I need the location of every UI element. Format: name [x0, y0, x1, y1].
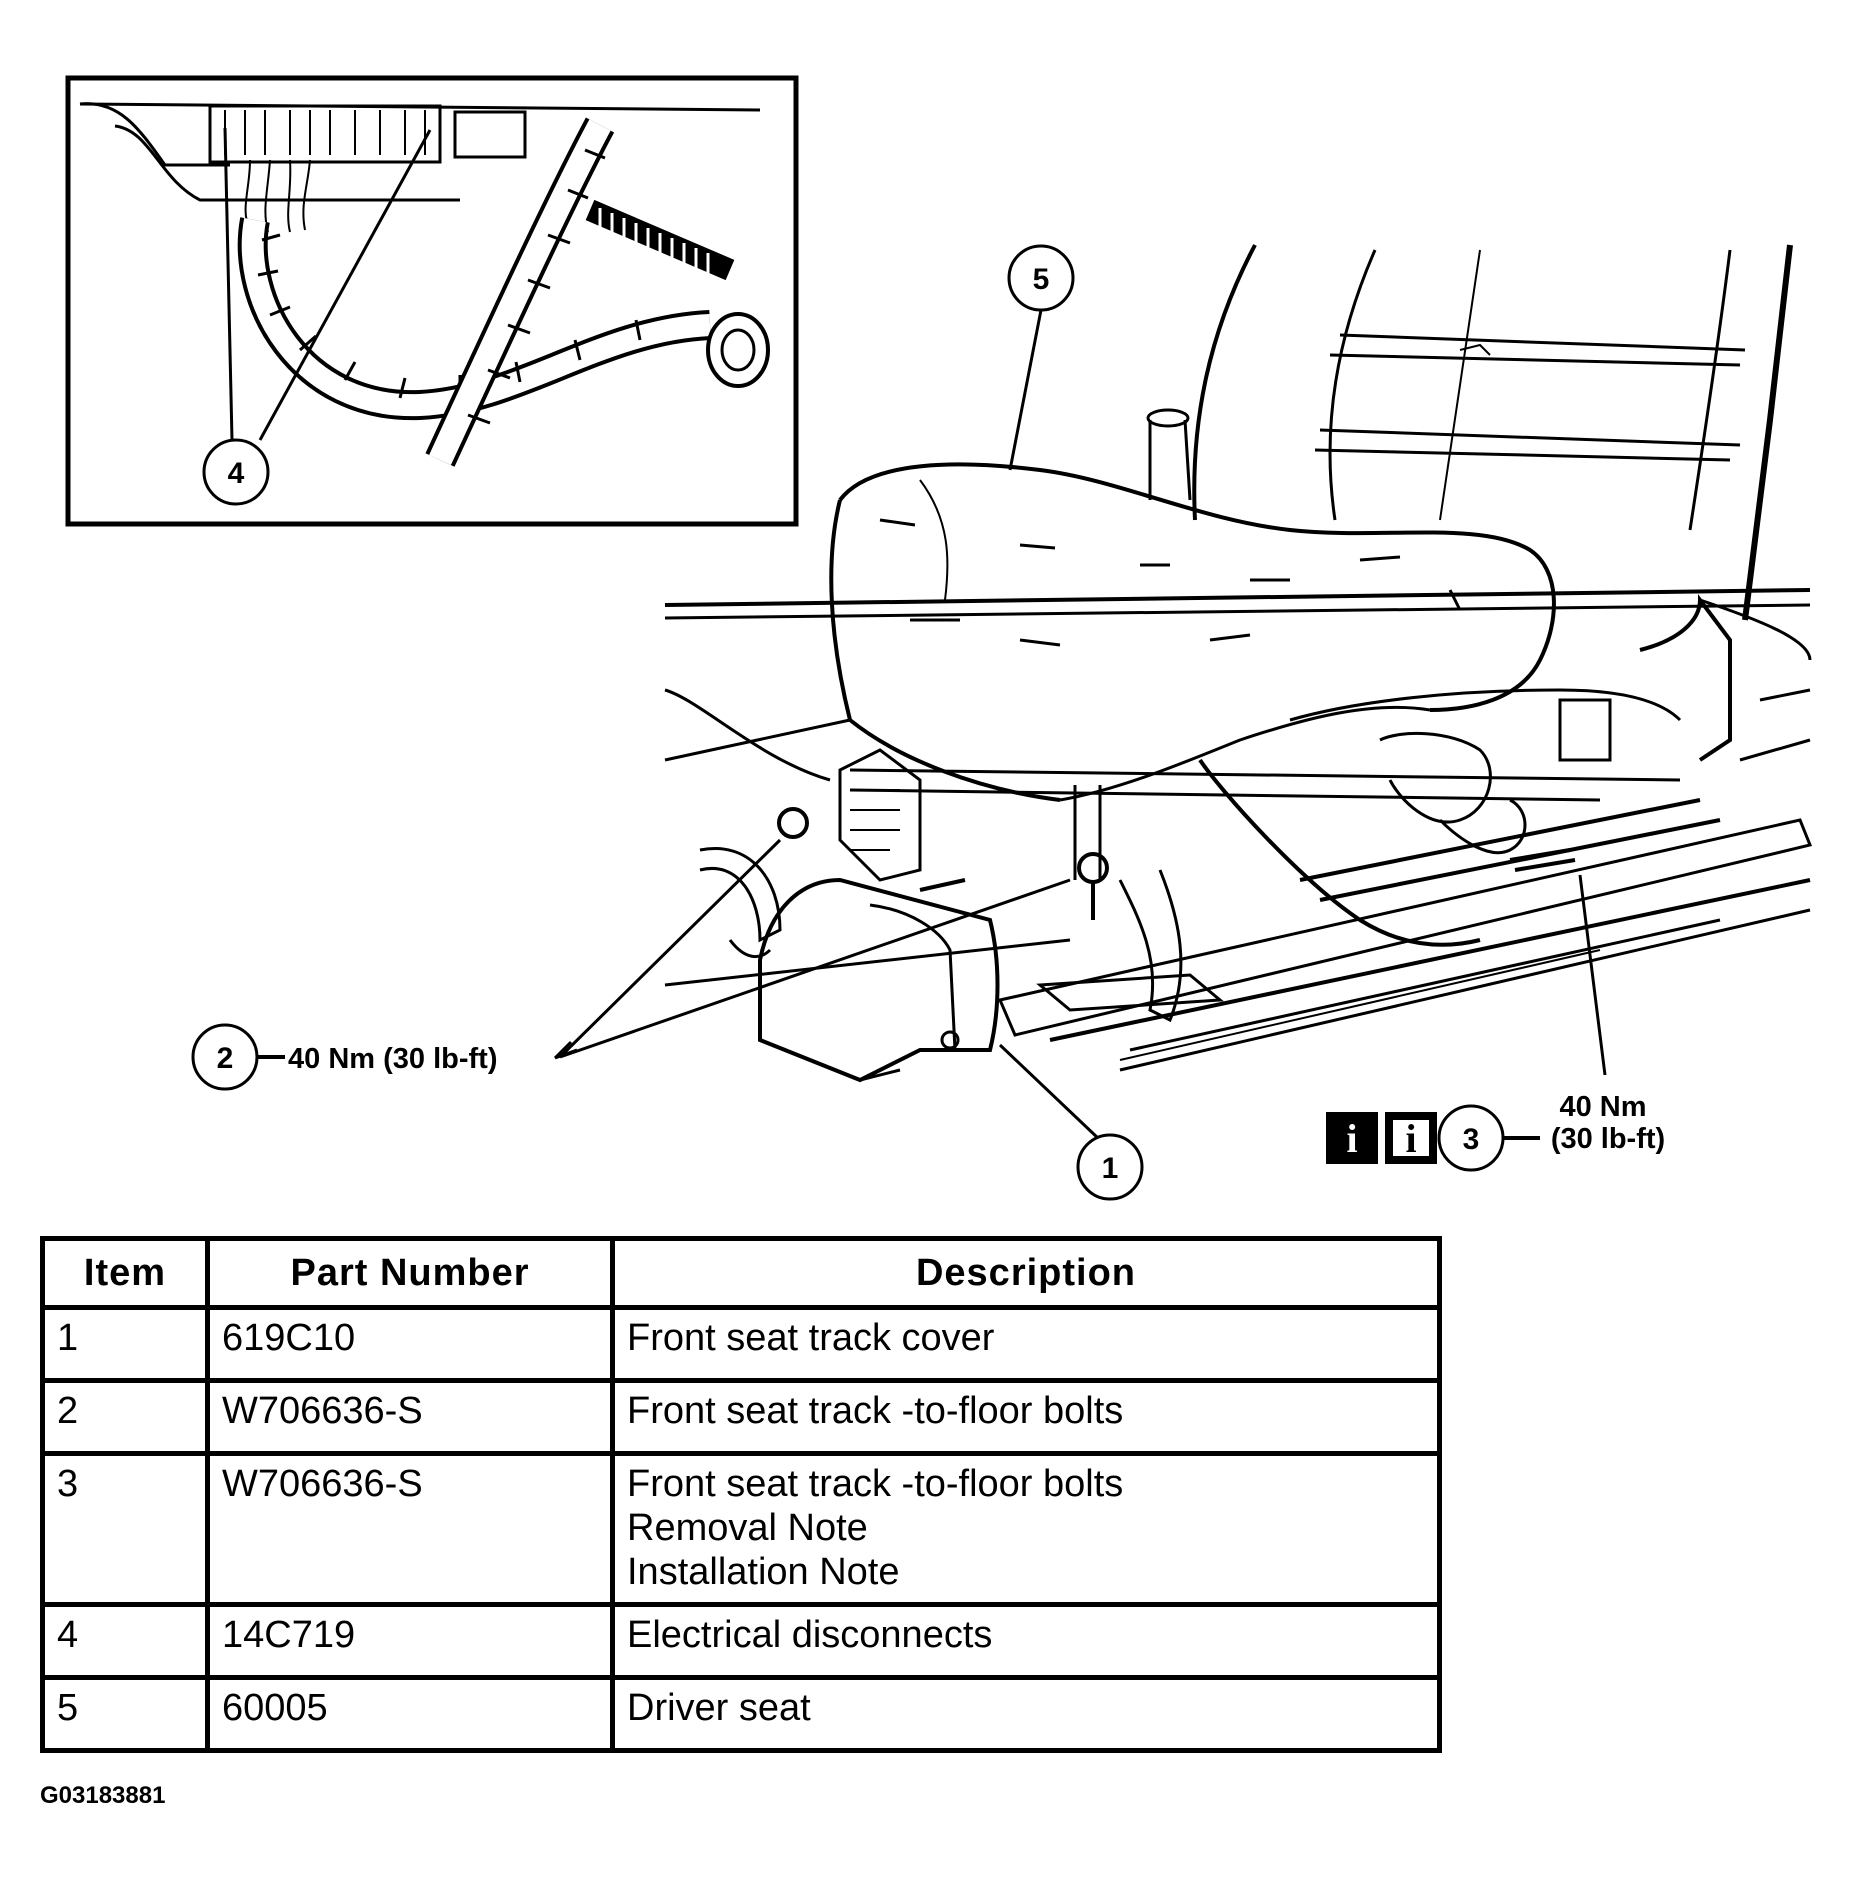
table-row: 1 619C10 Front seat track cover: [40, 1305, 1442, 1383]
table-header-row: Item Part Number Description: [40, 1236, 1442, 1310]
inset-connector-detail: [65, 75, 799, 527]
table-row: 4 14C719 Electrical disconnects: [40, 1602, 1442, 1680]
item-cell: 4: [40, 1602, 210, 1680]
header-part-number: Part Number: [205, 1236, 615, 1310]
parts-table: Item Part Number Description 1 619C10 Fr…: [40, 1236, 1442, 1753]
callout-1-label: 1: [1102, 1152, 1119, 1185]
seat-illustration: [664, 244, 1813, 1083]
torque-spec-item-3-lbft: (30 lb-ft): [1551, 1123, 1665, 1155]
part-number-cell: 14C719: [205, 1602, 615, 1680]
callout-3-label: 3: [1463, 1123, 1480, 1156]
torque-spec-item-2: 40 Nm (30 lb-ft): [288, 1043, 497, 1075]
description-text: Front seat track -to-floor bolts: [627, 1463, 1124, 1505]
table-row: 2 W706636-S Front seat track -to-floor b…: [40, 1378, 1442, 1456]
item-cell: 5: [40, 1675, 210, 1753]
callout-leaders: [191, 244, 1607, 1201]
removal-note-link[interactable]: Removal Note: [627, 1507, 868, 1549]
description-cell: Front seat track -to-floor bolts: [610, 1378, 1442, 1456]
description-cell: Electrical disconnects: [610, 1602, 1442, 1680]
header-item: Item: [40, 1236, 210, 1310]
callout-5-label: 5: [1033, 263, 1050, 296]
installation-note-icon[interactable]: i: [1385, 1112, 1437, 1164]
table-row: 3 W706636-S Front seat track -to-floor b…: [40, 1451, 1442, 1607]
svg-text:i: i: [1346, 1116, 1357, 1161]
description-cell: Front seat track -to-floor bolts Removal…: [610, 1451, 1442, 1607]
installation-note-link[interactable]: Installation Note: [627, 1551, 900, 1593]
callout-2-label: 2: [217, 1042, 234, 1075]
item-cell: 2: [40, 1378, 210, 1456]
torque-spec-item-3-nm: 40 Nm: [1559, 1091, 1646, 1123]
part-number-cell: W706636-S: [205, 1451, 615, 1607]
figure-code: G03183881: [40, 1782, 166, 1809]
part-number-cell: W706636-S: [205, 1378, 615, 1456]
table-row: 5 60005 Driver seat: [40, 1675, 1442, 1753]
item-cell: 3: [40, 1451, 210, 1607]
item-cell: 1: [40, 1305, 210, 1383]
header-description: Description: [610, 1236, 1442, 1310]
part-number-cell: 619C10: [205, 1305, 615, 1383]
description-cell: Front seat track cover: [610, 1305, 1442, 1383]
callout-4-label: 4: [228, 457, 245, 490]
description-cell: Driver seat: [610, 1675, 1442, 1753]
part-number-cell: 60005: [205, 1675, 615, 1753]
removal-note-icon[interactable]: i: [1326, 1112, 1378, 1164]
svg-text:i: i: [1405, 1116, 1416, 1161]
seat-removal-diagram: 4: [65, 75, 1813, 1201]
